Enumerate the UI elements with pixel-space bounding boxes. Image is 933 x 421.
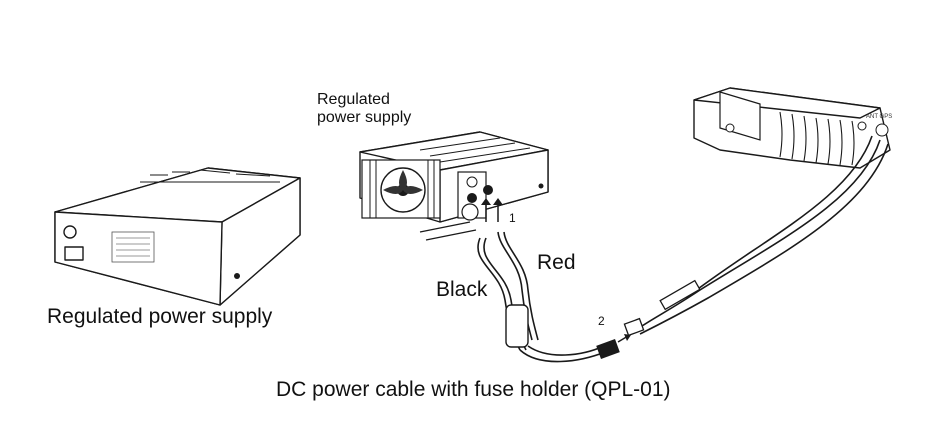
black-wire-label: Black <box>436 278 488 301</box>
top-supply-label-line2: power supply <box>317 109 412 126</box>
transceiver-heatsink <box>779 111 855 166</box>
left-supply-screw <box>234 273 240 279</box>
top-supply-vents <box>419 137 531 163</box>
red-wire-label: Red <box>537 251 576 274</box>
diagram-caption: DC power cable with fuse holder (QPL-01) <box>276 378 671 401</box>
left-supply-knob <box>63 225 77 239</box>
top-supply-label-line1: Regulated <box>317 91 390 108</box>
transceiver: ANT GPS <box>693 87 892 169</box>
cable-connector <box>596 317 645 359</box>
left-supply-caution-label <box>111 231 155 263</box>
svg-text:ANT GPS: ANT GPS <box>866 114 892 120</box>
top-power-supply <box>359 131 549 241</box>
dc-cable <box>477 135 889 363</box>
top-supply-heatsink <box>369 160 435 218</box>
top-supply-label: Regulated power supply <box>317 91 457 127</box>
fuse-holder <box>505 304 529 348</box>
step-2-label: 2 <box>598 314 605 328</box>
step-1-label: 1 <box>509 211 516 225</box>
left-supply-label: Regulated power supply <box>47 305 273 328</box>
left-power-supply <box>54 167 301 306</box>
left-supply-vents <box>140 169 280 183</box>
step-1-arrows <box>481 198 503 222</box>
left-supply-power-switch <box>64 246 84 261</box>
inline-fuse <box>659 279 701 311</box>
dc-input-connector <box>875 123 889 137</box>
